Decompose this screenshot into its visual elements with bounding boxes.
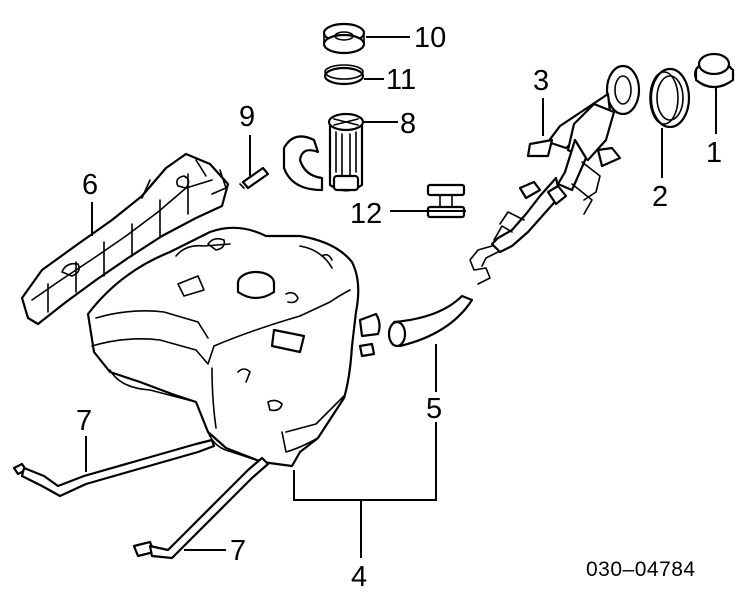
callout-8: 8 xyxy=(400,108,416,140)
callout-1: 1 xyxy=(706,137,722,169)
part-2-grommet xyxy=(649,67,691,129)
callout-4: 4 xyxy=(351,561,367,593)
part-5-hose xyxy=(387,294,474,348)
callout-3: 3 xyxy=(533,65,549,97)
part-7-strap-front xyxy=(12,438,216,498)
callout-2: 2 xyxy=(652,181,668,213)
part-10-lock-ring xyxy=(322,22,366,55)
part-12-connector xyxy=(426,183,466,219)
callout-5: 5 xyxy=(426,393,442,425)
callout-7-front: 7 xyxy=(76,405,92,437)
part-11-seal-ring xyxy=(323,64,365,86)
part-4-fuel-tank xyxy=(86,226,381,468)
part-9-filter xyxy=(239,166,270,190)
part-8-fuel-pump xyxy=(282,112,365,192)
part-3-filler-tube xyxy=(469,64,641,285)
callout-9: 9 xyxy=(239,101,255,133)
callout-11: 11 xyxy=(386,64,416,96)
callout-12: 12 xyxy=(350,198,382,230)
part-1-filler-cap xyxy=(693,52,735,89)
callout-10: 10 xyxy=(414,22,446,54)
callout-labels: 10 11 8 12 9 3 2 1 6 5 4 7 7 xyxy=(76,22,722,593)
leader-lines xyxy=(85,36,717,558)
callout-6: 6 xyxy=(82,169,98,201)
part-7-strap-rear xyxy=(132,456,270,560)
callout-7-rear: 7 xyxy=(230,535,246,567)
part-6-heat-shield xyxy=(20,152,230,326)
reference-code: 030–04784 xyxy=(586,558,696,581)
